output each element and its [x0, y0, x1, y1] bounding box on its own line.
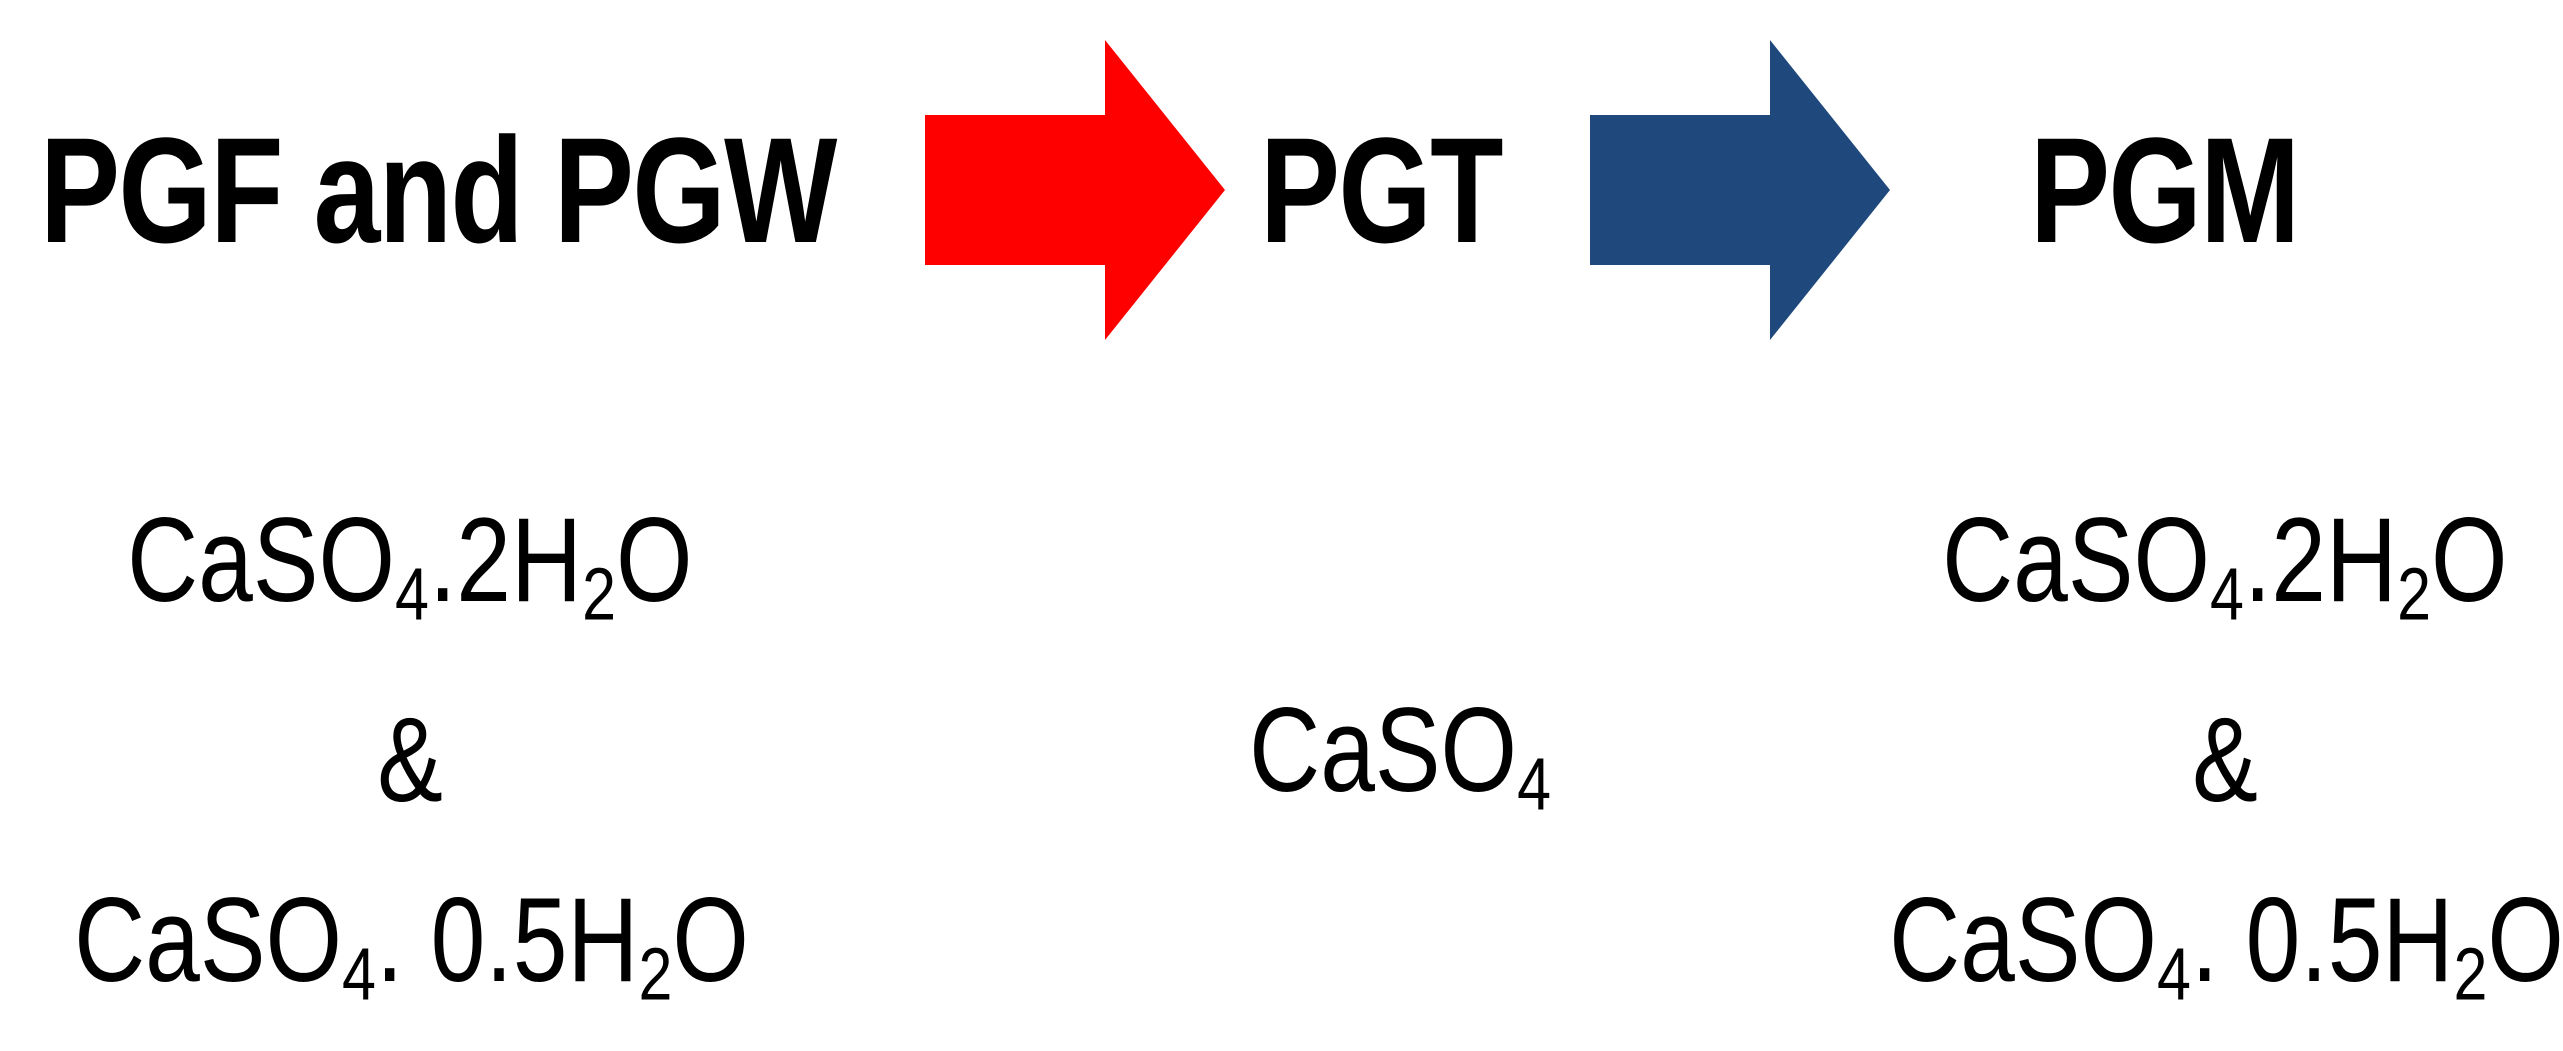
formula-text: .2H: [2244, 493, 2398, 627]
formula-subscript: 4: [2210, 552, 2245, 636]
formula-text: CaSO: [127, 493, 396, 627]
right-formula-hemihydrate: CaSO4. 0.5H2O: [1815, 880, 2563, 1011]
blue-arrow-icon: [1590, 40, 1890, 340]
formula-text: O: [672, 873, 749, 1007]
left-formula-hemihydrate: CaSO4. 0.5H2O: [0, 880, 820, 1011]
formula-text: O: [2487, 873, 2563, 1007]
formula-text: CaSO: [1942, 493, 2211, 627]
stage-label-pgf-pgw: PGF and PGW: [40, 106, 837, 274]
formula-subscript: 4: [342, 932, 376, 1016]
middle-formula-anhydrite: CaSO4: [1190, 690, 1610, 821]
formula-text: . 0.5H: [2190, 873, 2454, 1007]
formula-text: CaSO: [1249, 683, 1518, 817]
formula-subscript: 4: [395, 552, 430, 636]
right-formula-dihydrate: CaSO4.2H2O: [1815, 500, 2563, 631]
formula-text: CaSO: [74, 873, 343, 1007]
formula-text: O: [616, 493, 693, 627]
stage-label-pgt: PGT: [1260, 106, 1503, 274]
formula-subscript: 2: [638, 932, 673, 1016]
red-arrow-icon: [925, 40, 1225, 340]
formula-text: . 0.5H: [375, 873, 639, 1007]
stage-label-pgm: PGM: [2030, 106, 2300, 274]
formula-subscript: 4: [1517, 742, 1551, 826]
left-formula-dihydrate: CaSO4.2H2O: [0, 500, 820, 631]
right-formula-connector: &: [2192, 693, 2258, 827]
formula-subscript: 2: [2397, 552, 2432, 636]
left-formula-connector: &: [377, 693, 443, 827]
formula-subscript: 4: [2157, 932, 2191, 1016]
formula-text: .2H: [429, 493, 583, 627]
formula-text: O: [2431, 493, 2508, 627]
formula-subscript: 2: [2453, 932, 2488, 1016]
formula-subscript: 2: [582, 552, 617, 636]
formula-text: CaSO: [1889, 873, 2158, 1007]
